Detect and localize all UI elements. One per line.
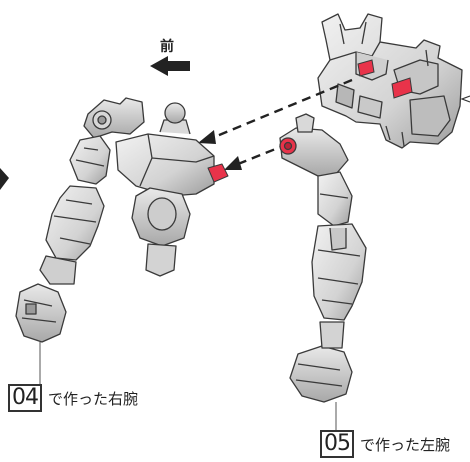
front-direction-label: 前	[160, 39, 174, 55]
callout-text-left-arm: で作った左腕	[360, 435, 451, 454]
front-arrow	[150, 56, 190, 76]
step-number-04: 04	[8, 384, 42, 412]
callout-lines	[39, 342, 337, 430]
attach-arrow-upper	[198, 78, 353, 144]
torso-part	[317, 13, 463, 149]
callout-text-right-arm: で作った右腕	[48, 389, 139, 408]
step-number-05: 05	[320, 430, 354, 458]
right-arm-part	[15, 97, 229, 343]
attach-arrow-lower	[224, 142, 289, 170]
previous-step-marker	[0, 168, 9, 190]
callout-left-arm: 05 で作った左腕	[320, 430, 450, 458]
right-edge-arrow	[460, 95, 470, 103]
torso-peg-highlights	[357, 59, 413, 99]
callout-right-arm: 04 で作った右腕	[8, 384, 138, 412]
left-arm-part	[279, 113, 367, 403]
